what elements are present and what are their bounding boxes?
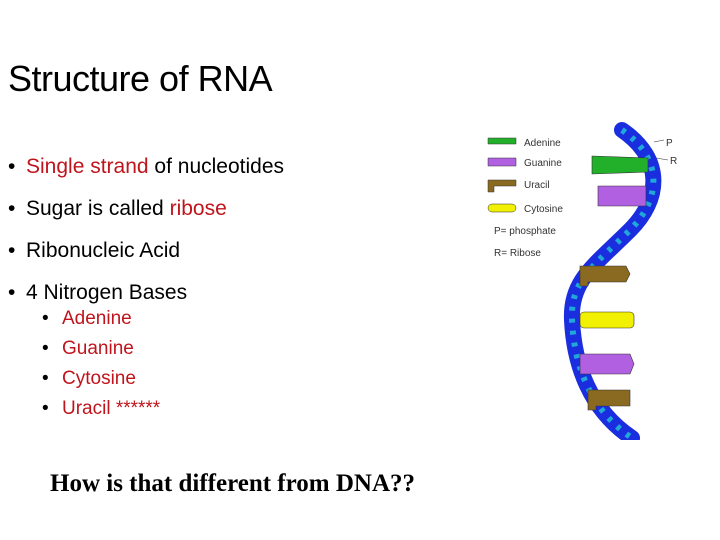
- bullet-bases: • 4 Nitrogen Bases: [8, 272, 284, 314]
- base-guanine: [597, 185, 647, 207]
- legend-guanine: Guanine: [524, 158, 562, 169]
- legend-uracil: Uracil: [524, 180, 550, 191]
- bullet-text: of nucleotides: [148, 155, 285, 178]
- bullet-ribonucleic: • Ribonucleic Acid: [8, 230, 284, 272]
- sub-bullet-dot: •: [42, 308, 49, 329]
- question-text: How is that different from DNA??: [50, 470, 416, 497]
- base-uracil: [587, 389, 631, 411]
- rna-diagram: Adenine Guanine Uracil Cytosine P= phosp…: [487, 122, 677, 440]
- legend: Adenine Guanine Uracil Cytosine P= phosp…: [487, 137, 563, 259]
- base-uracil: [579, 265, 631, 287]
- legend-ribose: R= Ribose: [494, 248, 541, 259]
- sub-bullet-list: • Adenine • Guanine • Cytosine • Uracil ****…: [42, 304, 160, 424]
- bullet-text: Sugar is called: [26, 197, 170, 220]
- bullet-dot: •: [8, 239, 16, 262]
- sub-bullet-guanine: • Guanine: [42, 334, 160, 364]
- slide-title: Structure of RNA: [8, 58, 273, 99]
- base-cytosine: [579, 311, 635, 329]
- label-pointer: [655, 157, 669, 161]
- legend-phosphate: P= phosphate: [494, 226, 556, 237]
- adenine-swatch: [487, 137, 517, 145]
- sub-bullet-text: Uracil ******: [62, 398, 161, 419]
- bullet-text: Ribonucleic Acid: [26, 239, 181, 262]
- sub-bullet-cytosine: • Cytosine: [42, 364, 160, 394]
- legend-adenine: Adenine: [524, 138, 561, 149]
- cytosine-swatch: [487, 203, 517, 213]
- bullet-single-strand: • Single strand of nucleotides: [8, 146, 284, 188]
- legend-cytosine: Cytosine: [524, 204, 563, 215]
- sub-bullet-dot: •: [42, 338, 49, 359]
- base-guanine: [579, 353, 635, 375]
- strand-label-p: P: [666, 138, 673, 149]
- sub-bullet-text: Guanine: [62, 338, 134, 359]
- label-pointer: [653, 139, 665, 143]
- sub-bullet-adenine: • Adenine: [42, 304, 160, 334]
- bullet-dot: •: [8, 281, 16, 304]
- guanine-swatch: [487, 157, 517, 167]
- strand-label-r: R: [670, 156, 677, 167]
- sub-bullet-text: Adenine: [62, 308, 132, 329]
- sub-bullet-uracil: • Uracil ******: [42, 394, 160, 424]
- bullet-dot: •: [8, 197, 16, 220]
- sub-bullet-dot: •: [42, 398, 49, 419]
- bullet-dot: •: [8, 155, 16, 178]
- sub-bullet-text: Cytosine: [62, 368, 136, 389]
- bullet-sugar: • Sugar is called ribose: [8, 188, 284, 230]
- bullet-highlight: Single strand: [26, 155, 149, 178]
- bullet-text: 4 Nitrogen Bases: [26, 281, 188, 304]
- bullet-highlight: ribose: [169, 197, 227, 220]
- uracil-swatch: [487, 179, 517, 193]
- base-adenine: [591, 155, 649, 175]
- main-bullet-list: • Single strand of nucleotides • Sugar is …: [8, 146, 284, 314]
- sub-bullet-dot: •: [42, 368, 49, 389]
